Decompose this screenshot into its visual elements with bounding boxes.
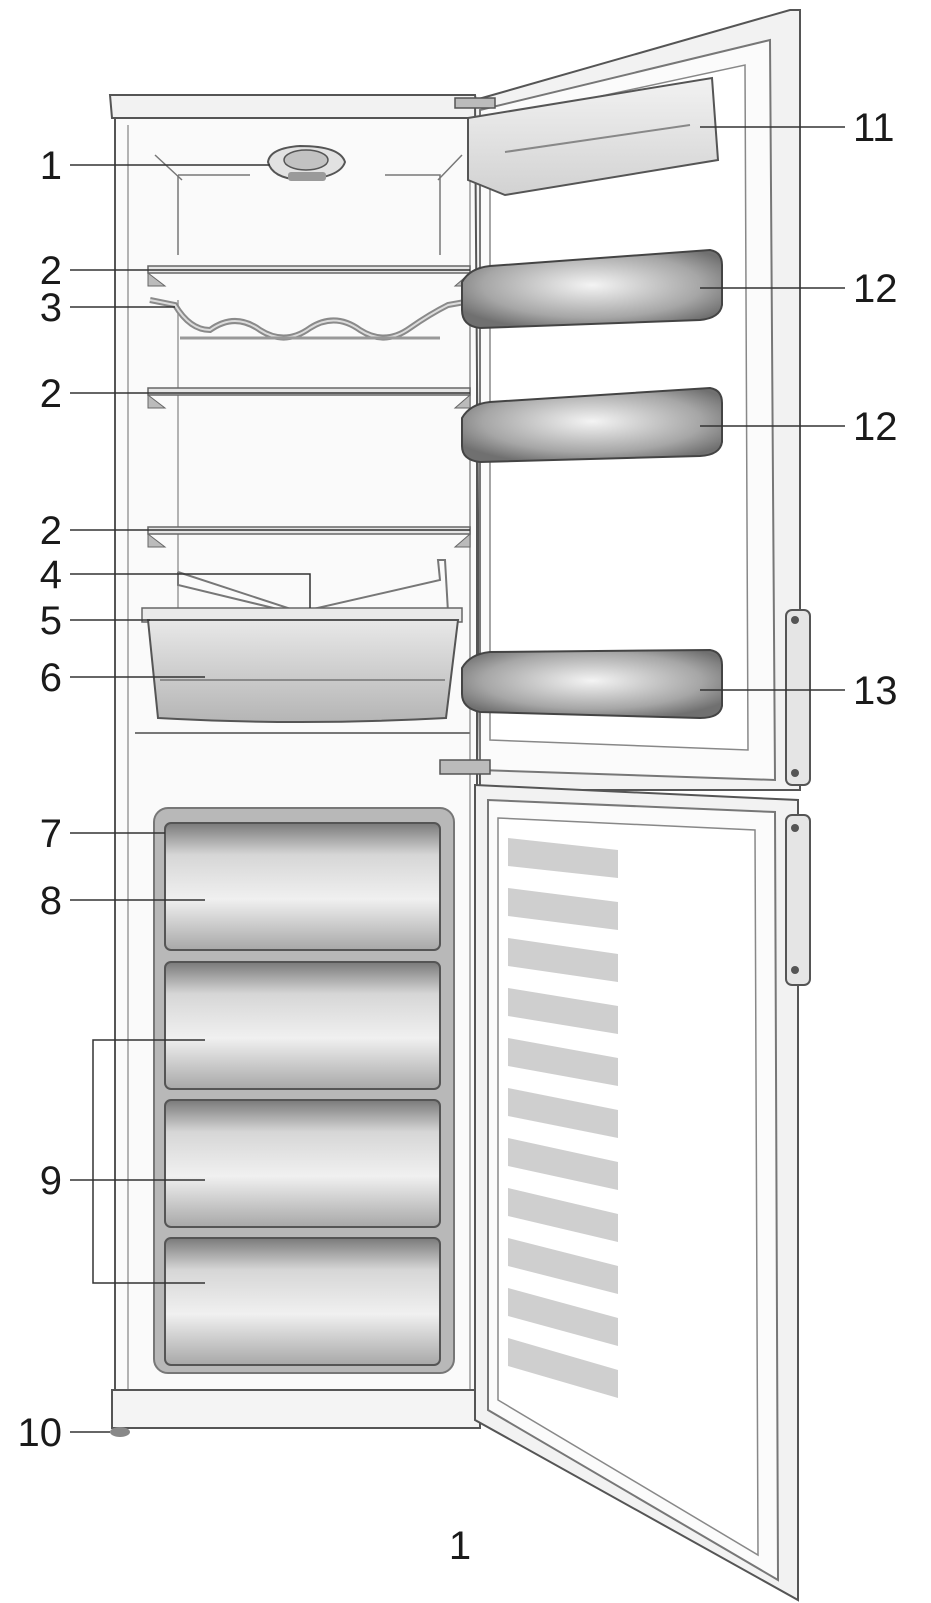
callout-wine-rack: 3 — [39, 286, 62, 330]
callout-shelf: 2 — [39, 249, 62, 293]
adjustable-foot — [110, 1427, 130, 1437]
callout-crisper-drawer: 6 — [39, 656, 62, 700]
crisper-cover — [177, 559, 449, 614]
middle-hinge — [439, 759, 491, 775]
callout-crisper-cover: 4 — [39, 553, 62, 597]
callout-dairy-compartment: 11 — [853, 106, 895, 150]
callout-door-bin: 12 — [853, 267, 898, 311]
callout-freezer-drawer: 8 — [39, 879, 62, 923]
door-bin — [461, 248, 723, 330]
top-hinge — [454, 97, 496, 109]
page-number: 1 — [448, 1524, 472, 1568]
callout-door-bin: 12 — [853, 405, 898, 449]
callout-shelf: 2 — [39, 509, 62, 553]
leader-lines — [70, 126, 845, 1433]
crisper-drawer — [141, 607, 463, 723]
callout-lamp: 1 — [39, 144, 62, 188]
door-handle — [785, 814, 811, 986]
callout-crisper-glass: 5 — [39, 599, 62, 643]
door-bottle-bin — [461, 648, 723, 720]
door-handle — [785, 609, 811, 786]
callout-shelf: 2 — [39, 372, 62, 416]
freezer-compartment — [153, 807, 455, 1374]
freezer-door — [474, 783, 811, 1602]
callout-adjustable-foot: 10 — [17, 1411, 63, 1455]
glass-shelf — [147, 387, 471, 409]
wine-rack — [149, 297, 466, 341]
dairy-compartment — [467, 76, 720, 197]
door-stripes — [508, 838, 618, 1398]
lamp-housing — [266, 144, 347, 182]
fridge-compartment — [135, 154, 471, 734]
callout-freezer-compartment: 7 — [39, 812, 62, 856]
callout-freezer-drawers: 9 — [39, 1159, 62, 1203]
callout-door-bottle-bin: 13 — [853, 669, 898, 713]
door-bin — [461, 386, 723, 464]
